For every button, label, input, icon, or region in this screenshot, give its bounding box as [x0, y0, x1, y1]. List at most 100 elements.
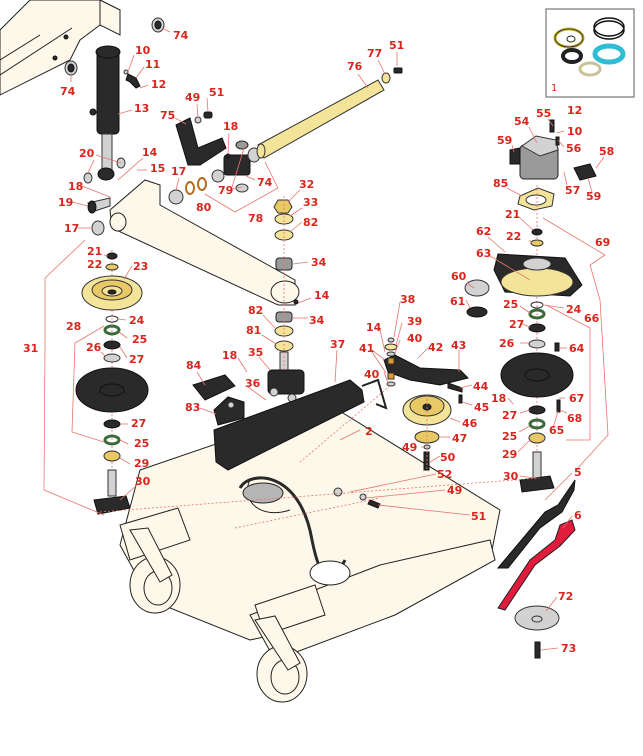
callout-75[interactable]: 75 — [160, 109, 175, 122]
callout-25[interactable]: 25 — [503, 298, 518, 311]
caster-wheel-right[interactable] — [254, 615, 308, 703]
callout-67[interactable]: 67 — [569, 392, 584, 405]
coupling[interactable] — [464, 279, 490, 318]
callout-42[interactable]: 42 — [428, 341, 443, 354]
callout-68[interactable]: 68 — [567, 412, 582, 425]
callout-12[interactable]: 12 — [151, 78, 166, 91]
bracket-83[interactable] — [213, 396, 245, 426]
callout-40[interactable]: 40 — [364, 368, 380, 381]
callout-77[interactable]: 77 — [367, 47, 382, 60]
callout-51[interactable]: 51 — [471, 510, 486, 523]
callout-73[interactable]: 73 — [561, 642, 576, 655]
right-spindle-bearings[interactable] — [500, 301, 574, 493]
seal-kit-inset[interactable]: 1 — [545, 8, 635, 98]
callout-51[interactable]: 51 — [209, 86, 224, 99]
callout-66[interactable]: 66 — [584, 312, 600, 325]
callout-2[interactable]: 2 — [365, 425, 373, 438]
callout-12[interactable]: 12 — [567, 104, 582, 117]
callout-80[interactable]: 80 — [196, 201, 212, 214]
callout-25[interactable]: 25 — [502, 430, 517, 443]
callout-24[interactable]: 24 — [566, 303, 582, 316]
callout-40[interactable]: 40 — [407, 332, 423, 345]
callout-22[interactable]: 22 — [87, 258, 102, 271]
callout-24[interactable]: 24 — [129, 314, 145, 327]
callout-10[interactable]: 10 — [567, 125, 583, 138]
callout-35[interactable]: 35 — [248, 346, 263, 359]
callout-29[interactable]: 29 — [134, 457, 149, 470]
callout-72[interactable]: 72 — [558, 590, 573, 603]
callout-32[interactable]: 32 — [299, 178, 314, 191]
callout-54[interactable]: 54 — [514, 115, 530, 128]
callout-59[interactable]: 59 — [586, 190, 601, 203]
callout-17[interactable]: 17 — [64, 222, 79, 235]
callout-84[interactable]: 84 — [186, 359, 202, 372]
bushing-20[interactable] — [83, 157, 126, 184]
callout-29[interactable]: 29 — [502, 448, 517, 461]
callout-74[interactable]: 74 — [257, 176, 273, 189]
callout-81[interactable]: 81 — [246, 324, 261, 337]
callout-38[interactable]: 38 — [400, 293, 415, 306]
blade-red[interactable] — [497, 519, 576, 611]
callout-74[interactable]: 74 — [173, 29, 189, 42]
callout-61[interactable]: 61 — [450, 295, 465, 308]
link-pin[interactable] — [87, 197, 111, 214]
callout-28[interactable]: 28 — [66, 320, 81, 333]
blade-bolt[interactable] — [534, 641, 541, 659]
callout-22[interactable]: 22 — [506, 230, 521, 243]
callout-51[interactable]: 51 — [389, 39, 404, 52]
callout-30[interactable]: 30 — [135, 475, 151, 488]
blade-disc[interactable] — [514, 605, 560, 631]
callout-17[interactable]: 17 — [171, 165, 186, 178]
hydraulic-cylinder[interactable] — [89, 45, 121, 181]
callout-82[interactable]: 82 — [303, 216, 318, 229]
callout-14[interactable]: 14 — [366, 321, 382, 334]
callout-25[interactable]: 25 — [132, 333, 147, 346]
callout-14[interactable]: 14 — [142, 146, 158, 159]
deck-channel[interactable] — [213, 378, 388, 471]
plate-84[interactable] — [192, 374, 236, 401]
left-spindle-assembly[interactable] — [75, 250, 149, 515]
callout-60[interactable]: 60 — [451, 270, 467, 283]
callout-18[interactable]: 18 — [222, 349, 237, 362]
callout-14[interactable]: 14 — [314, 289, 330, 302]
blade-black[interactable] — [496, 479, 576, 569]
callout-65[interactable]: 65 — [549, 424, 564, 437]
callout-26[interactable]: 26 — [86, 341, 102, 354]
callout-85[interactable]: 85 — [493, 177, 508, 190]
callout-76[interactable]: 76 — [347, 60, 363, 73]
callout-50[interactable]: 50 — [440, 451, 456, 464]
gearbox[interactable] — [509, 119, 597, 470]
callout-62[interactable]: 62 — [476, 225, 491, 238]
bushing-17-top[interactable] — [168, 189, 184, 205]
caster-wheel-left[interactable] — [129, 527, 181, 614]
callout-41[interactable]: 41 — [359, 342, 374, 355]
idler-arm[interactable] — [383, 337, 469, 404]
callout-82[interactable]: 82 — [248, 304, 263, 317]
callout-36[interactable]: 36 — [245, 377, 261, 390]
spacers-80[interactable] — [185, 177, 207, 195]
callout-31[interactable]: 31 — [23, 342, 38, 355]
callout-47[interactable]: 47 — [452, 432, 467, 445]
bushing-74-top[interactable] — [151, 17, 165, 33]
callout-34[interactable]: 34 — [309, 314, 325, 327]
callout-79[interactable]: 79 — [218, 184, 233, 197]
callout-25[interactable]: 25 — [134, 437, 149, 450]
callout-19[interactable]: 19 — [58, 196, 73, 209]
callout-46[interactable]: 46 — [462, 417, 478, 430]
callout-43[interactable]: 43 — [451, 339, 466, 352]
callout-63[interactable]: 63 — [476, 247, 491, 260]
callout-69[interactable]: 69 — [595, 236, 610, 249]
callout-30[interactable]: 30 — [503, 470, 519, 483]
callout-56[interactable]: 56 — [566, 142, 582, 155]
callout-23[interactable]: 23 — [133, 260, 148, 273]
callout-34[interactable]: 34 — [311, 256, 327, 269]
callout-27[interactable]: 27 — [131, 417, 146, 430]
callout-74[interactable]: 74 — [60, 85, 76, 98]
idler-pulley[interactable] — [402, 394, 452, 471]
bushing-17-left[interactable] — [91, 220, 105, 236]
callout-55[interactable]: 55 — [536, 107, 551, 120]
callout-15[interactable]: 15 — [150, 162, 165, 175]
callout-27[interactable]: 27 — [129, 353, 144, 366]
callout-49[interactable]: 49 — [402, 441, 417, 454]
callout-18[interactable]: 18 — [491, 392, 506, 405]
